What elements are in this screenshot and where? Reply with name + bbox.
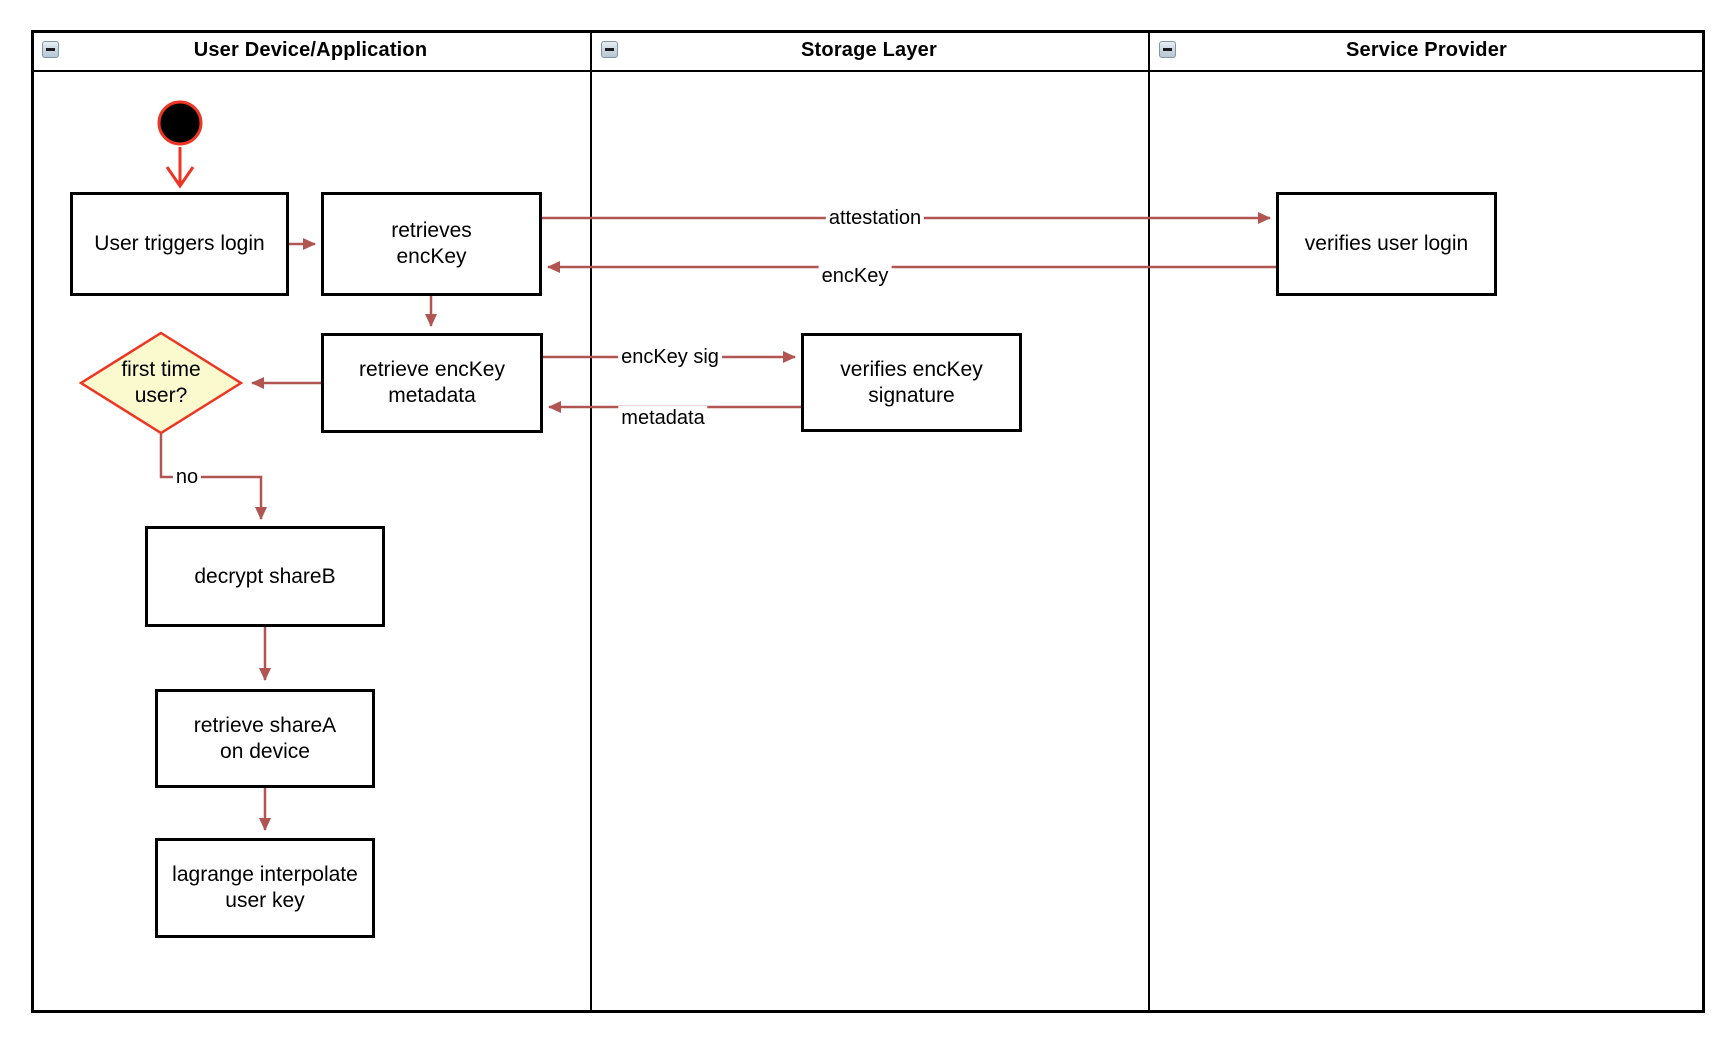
edge-label-metadata: metadata	[618, 406, 708, 430]
lane-header-user-device[interactable]: User Device/Application	[31, 30, 590, 70]
collapse-icon[interactable]	[601, 41, 618, 58]
decision-label: first time user?	[121, 358, 201, 407]
node-verifies-enckey-signature[interactable]: verifies encKey signature	[801, 333, 1022, 432]
lane-header-storage-layer[interactable]: Storage Layer	[590, 30, 1148, 70]
swimlane-pool	[31, 30, 1705, 1013]
collapse-icon[interactable]	[42, 41, 59, 58]
node-retrieves-enckey[interactable]: retrieves encKey	[321, 192, 542, 296]
lane-title: User Device/Application	[193, 38, 428, 61]
minus-icon	[46, 48, 55, 51]
node-user-triggers-login[interactable]: User triggers login	[70, 192, 289, 296]
node-lagrange-interpolate[interactable]: lagrange interpolate user key	[155, 838, 375, 938]
edge-label-enckey-sig: encKey sig	[618, 345, 722, 369]
lane-title: Service Provider	[1345, 38, 1508, 61]
edge-label-no: no	[172, 465, 202, 489]
lane-header-separator	[31, 70, 1705, 72]
lane-divider-1	[590, 30, 592, 1013]
node-retrieve-enckey-metadata[interactable]: retrieve encKey metadata	[321, 333, 543, 433]
node-decrypt-shareb[interactable]: decrypt shareB	[145, 526, 385, 627]
edge-label-enckey: encKey	[818, 264, 892, 288]
node-verifies-user-login[interactable]: verifies user login	[1276, 192, 1497, 296]
minus-icon	[1163, 48, 1172, 51]
minus-icon	[605, 48, 614, 51]
node-retrieve-sharea[interactable]: retrieve shareA on device	[155, 689, 375, 788]
collapse-icon[interactable]	[1159, 41, 1176, 58]
lane-title: Storage Layer	[801, 38, 937, 61]
lane-header-service-provider[interactable]: Service Provider	[1148, 30, 1705, 70]
edge-label-attestation: attestation	[825, 206, 925, 230]
lane-divider-2	[1148, 30, 1150, 1013]
